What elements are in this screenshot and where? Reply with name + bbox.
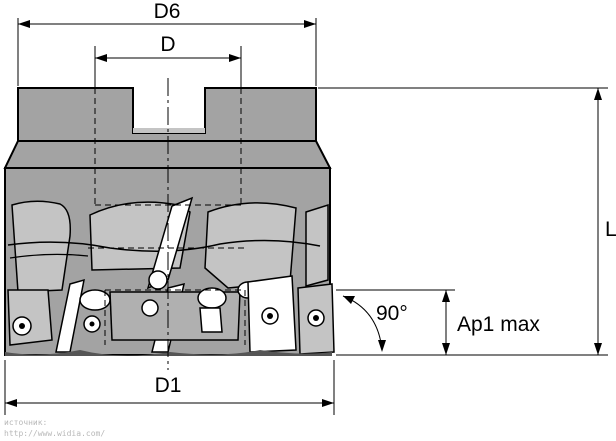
dim-label-l: L [605, 218, 616, 241]
hole-2 [141, 299, 159, 317]
hole-4 [197, 287, 227, 309]
dim-label-d: D [160, 33, 175, 56]
hole-3 [79, 289, 111, 311]
flute-1 [11, 200, 72, 293]
insert-left [7, 289, 53, 346]
source-caption: источник: [4, 418, 48, 427]
insert-seat-1 [146, 196, 194, 290]
dim-label-angle: 90° [376, 302, 408, 325]
dim-label-ap1: Ap1 max [457, 313, 540, 336]
flute-3 [204, 202, 297, 289]
dim-label-d6: D6 [154, 0, 181, 23]
source-url: http://www.widia.com/ [4, 429, 106, 438]
hole-1 [148, 270, 168, 290]
dimension-lines [4, 18, 608, 415]
cutter-body [3, 87, 335, 356]
dim-label-d1: D1 [155, 374, 182, 397]
